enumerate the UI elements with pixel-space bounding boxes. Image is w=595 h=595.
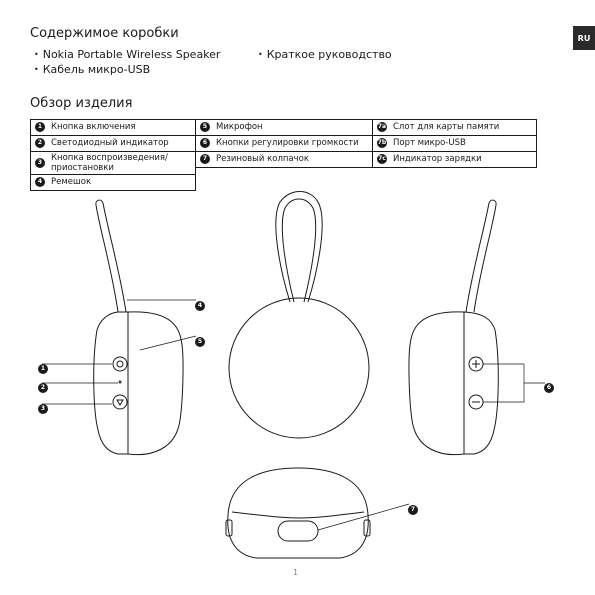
table-row: 7a Слот для карты памяти	[372, 119, 537, 136]
part-label: Ремешок	[51, 177, 92, 188]
speaker-front-view	[228, 191, 370, 439]
callout-num: 6	[544, 382, 554, 393]
callout-5: 5	[195, 331, 211, 350]
speaker-bottom-view	[225, 467, 371, 559]
table-row: 7c Индикатор зарядки	[372, 151, 537, 168]
led-indicator-icon	[118, 380, 122, 384]
table-row: 4 Ремешок	[30, 174, 196, 191]
box-contents-list-left: Nokia Portable Wireless Speaker Кабель м…	[34, 47, 221, 77]
callout-num: 7	[200, 154, 210, 165]
table-row: 1 Кнопка включения	[30, 119, 196, 136]
table-row: 6 Кнопки регулировки громкости	[195, 135, 373, 152]
callout-num: 3	[38, 403, 48, 414]
box-contents-list-right: Краткое руководство	[258, 47, 392, 62]
part-label: Резиновый колпачок	[216, 154, 309, 165]
callout-num: 4	[35, 177, 45, 188]
callout-3: 3	[38, 398, 54, 417]
page-number: 1	[293, 568, 299, 577]
box-item: Nokia Portable Wireless Speaker	[34, 47, 221, 62]
callout-7: 7	[408, 499, 424, 518]
callout-num: 4	[195, 300, 205, 311]
callout-1: 1	[38, 358, 54, 377]
part-label: Кнопка воспроизведения/ приостановки	[51, 153, 168, 173]
callout-num: 2	[35, 138, 45, 149]
language-badge: RU	[573, 26, 595, 50]
speaker-side-view-right	[408, 199, 499, 456]
part-label: Порт микро-USB	[393, 138, 466, 149]
callout-4: 4	[195, 295, 211, 314]
play-pause-button-icon	[112, 394, 128, 410]
speaker-side-view-left	[93, 199, 184, 456]
part-label: Микрофон	[216, 122, 263, 133]
overview-title: Обзор изделия	[30, 96, 133, 111]
parts-table-col1: 1 Кнопка включения 2 Светодиодный индикато…	[30, 119, 196, 191]
table-row: 7b Порт микро-USB	[372, 135, 537, 152]
box-contents-title: Содержимое коробки	[30, 26, 179, 41]
callout-num: 7c	[377, 154, 387, 165]
part-label: Светодиодный индикатор	[51, 138, 169, 149]
power-button-icon	[112, 356, 128, 372]
table-row: 2 Светодиодный индикатор	[30, 135, 196, 152]
callout-num: 7a	[377, 122, 387, 133]
rubber-cap-icon	[277, 520, 319, 542]
leader-lines	[42, 299, 545, 531]
callout-num: 7	[408, 504, 418, 515]
callout-num: 3	[35, 158, 45, 168]
callout-num: 6	[200, 138, 210, 149]
callout-num: 2	[38, 382, 48, 393]
table-row: 7 Резиновый колпачок	[195, 151, 373, 168]
part-label: Кнопки регулировки громкости	[216, 138, 359, 149]
callout-num: 5	[200, 122, 210, 133]
part-label: Слот для карты памяти	[393, 122, 500, 133]
part-label: Кнопка включения	[51, 122, 136, 133]
callout-num: 7b	[377, 138, 387, 149]
table-row: 3 Кнопка воспроизведения/ приостановки	[30, 151, 196, 175]
callout-num: 1	[38, 363, 48, 374]
callout-6: 6	[544, 377, 560, 396]
parts-table-col3: 7a Слот для карты памяти 7b Порт микро-USB…	[372, 119, 537, 168]
callout-num: 5	[195, 336, 205, 347]
callout-num: 1	[35, 122, 45, 133]
box-item: Кабель микро-USB	[34, 62, 220, 77]
table-row: 5 Микрофон	[195, 119, 373, 136]
part-label: Индикатор зарядки	[393, 154, 482, 165]
speaker-illustration	[42, 191, 545, 559]
box-item: Краткое руководство	[258, 47, 392, 62]
callout-2: 2	[38, 377, 54, 396]
